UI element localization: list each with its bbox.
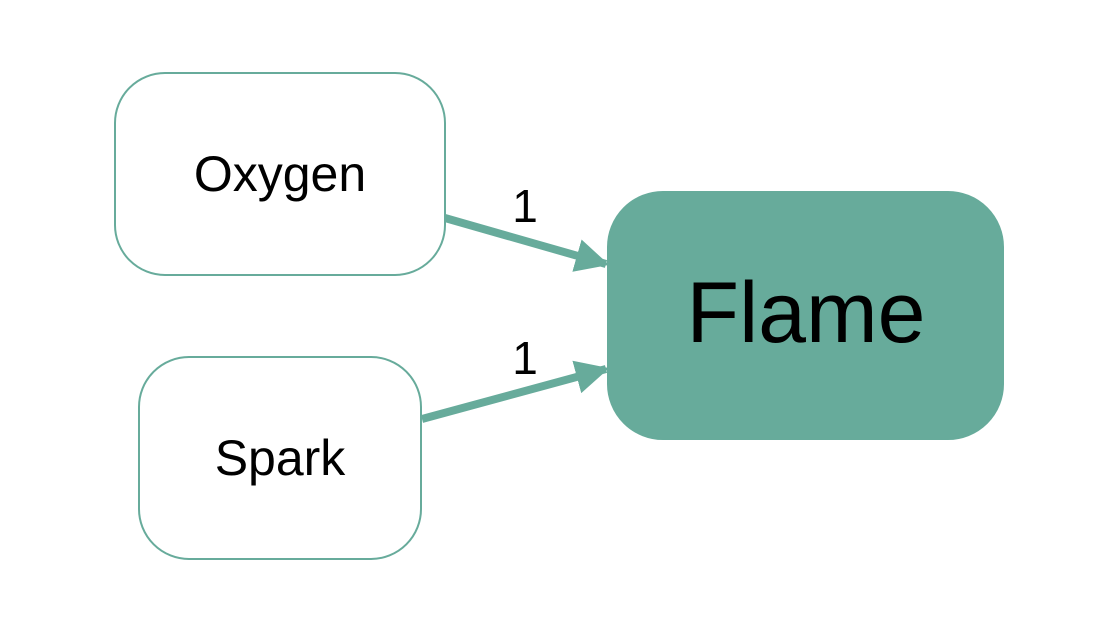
edge-label-spark-flame: 1 — [512, 332, 538, 384]
node-spark-label: Spark — [215, 430, 347, 486]
edge-line-spark-flame — [420, 360, 610, 423]
edge-line-oxygen-flame — [443, 214, 610, 272]
node-oxygen-box[interactable] — [114, 72, 446, 276]
node-oxygen-label: Oxygen — [194, 146, 366, 202]
node-spark[interactable]: Spark — [138, 356, 422, 560]
node-flame-box[interactable] — [607, 191, 1004, 440]
node-flame[interactable]: Flame — [607, 191, 1004, 440]
edge-oxygen-to-flame: 1 — [443, 180, 610, 272]
node-flame-label: Flame — [687, 265, 926, 361]
node-oxygen[interactable]: Oxygen — [114, 72, 446, 276]
node-spark-box[interactable] — [138, 356, 422, 560]
edge-spark-to-flame: 1 — [420, 332, 610, 423]
edge-label-oxygen-flame: 1 — [512, 180, 538, 232]
